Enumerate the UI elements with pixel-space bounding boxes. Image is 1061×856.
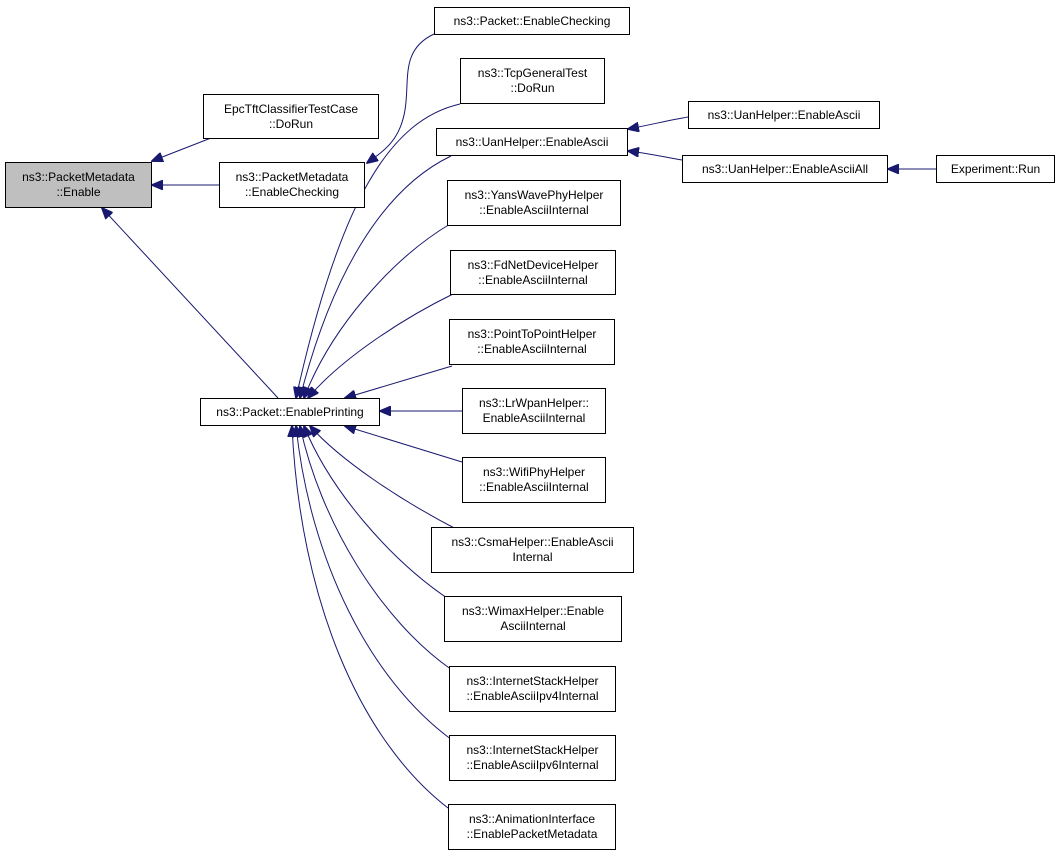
node-label-line-2: ::EnablePacketMetadata [466,827,598,841]
edge-internet6-to-enableprinting [296,426,453,741]
edge-uan-enableasciiall-to-uan-enableascii [628,151,683,161]
node-label-line-2: EnableAsciiInternal [482,411,586,425]
node-label-line-2: ::DoRun [510,81,555,95]
node-label-line-1: ns3::Packet::EnablePrinting [216,404,364,419]
edge-fdnet-to-enableprinting [308,293,454,398]
node-csma-enableasciiinternal[interactable]: ns3::CsmaHelper::EnableAscii Internal [431,527,634,573]
node-label-line-1: ns3::InternetStackHelper [466,674,599,688]
node-label-line-1: ns3::YansWavePhyHelper [464,188,604,202]
node-label-line-2: ::EnableAsciiIpv4Internal [466,689,599,703]
node-p2p-enableasciiinternal[interactable]: ns3::PointToPointHelper ::EnableAsciiInt… [449,319,615,365]
edge-uan-enableascii-to-enableprinting [300,155,452,398]
node-label-line-1: Experiment::Run [950,161,1041,176]
node-internet-enableasciiipv4[interactable]: ns3::InternetStackHelper ::EnableAsciiIp… [449,666,616,712]
edge-uan-enableascii2-to-uan-enableascii [628,116,689,129]
node-yans-enableasciiinternal[interactable]: ns3::YansWavePhyHelper ::EnableAsciiInte… [447,180,621,226]
node-label-line-1: ns3::UanHelper::EnableAscii [455,134,609,149]
node-label-line-1: ns3::TcpGeneralTest [477,66,588,80]
node-packet-enableprinting[interactable]: ns3::Packet::EnablePrinting [200,398,380,426]
node-uan-enableascii-2[interactable]: ns3::UanHelper::EnableAscii [688,101,880,129]
node-experiment-run[interactable]: Experiment::Run [936,155,1055,183]
node-label-line-2: ::DoRun [268,116,314,131]
node-label-line-1: ns3::WifiPhyHelper [482,465,586,479]
node-label-line-1: ns3::FdNetDeviceHelper [467,257,599,272]
node-packet-enablechecking[interactable]: ns3::Packet::EnableChecking [434,7,630,35]
node-label-line-1: ns3::PointToPointHelper [467,327,597,341]
edge-csma-to-enableprinting [310,426,459,531]
node-pm-enablechecking[interactable]: ns3::PacketMetadata ::EnableChecking [219,162,365,208]
node-fdnet-enableasciiinternal[interactable]: ns3::FdNetDeviceHelper ::EnableAsciiInte… [450,250,616,295]
node-uan-enableascii[interactable]: ns3::UanHelper::EnableAscii [436,128,628,156]
edge-p2p-to-enableprinting [345,365,453,398]
node-label-line-1: ns3::CsmaHelper::EnableAscii [451,535,614,549]
edge-wifiphy-to-enableprinting [345,426,463,463]
node-packetmetadata-enable: ns3::PacketMetadata ::Enable [5,162,152,208]
node-wifiphy-enableasciiinternal[interactable]: ns3::WifiPhyHelper ::EnableAsciiInternal [462,457,606,503]
node-label-line-2: ::EnableAsciiInternal [479,203,589,217]
edge-internet4-to-enableprinting [300,426,453,671]
node-label-line-1: ns3::PacketMetadata [235,170,349,184]
edge-packet-enablechecking-to-pm-enablechecking [367,33,435,163]
node-lrwpan-enableasciiinternal[interactable]: ns3::LrWpanHelper:: EnableAsciiInternal [462,388,606,434]
node-label-line-1: ns3::AnimationInterface [468,812,596,826]
node-epc-dorun[interactable]: EpcTftClassifierTestCase ::DoRun [203,94,379,139]
edge-wimax-to-enableprinting [304,426,451,601]
edge-enableprinting-to-packetmetadata-enable [102,208,279,399]
edge-tcpgeneraltest-to-enableprinting [296,103,461,398]
node-label-line-1: ns3::Packet::EnableChecking [453,13,611,28]
node-label-line-2: AsciiInternal [500,619,566,633]
edge-epc-dorun-to-packetmetadata-enable [152,137,212,161]
node-internet-enableasciiipv6[interactable]: ns3::InternetStackHelper ::EnableAsciiIp… [449,735,616,781]
node-animation-enablepacketmetadata[interactable]: ns3::AnimationInterface ::EnablePacketMe… [448,804,616,850]
node-label-line-1: ns3::UanHelper::EnableAsciiAll [701,161,869,176]
node-wimax-enableasciiinternal[interactable]: ns3::WimaxHelper::Enable AsciiInternal [444,596,622,642]
node-label-line-1: ns3::PacketMetadata [22,170,135,184]
node-label-line-1: ns3::InternetStackHelper [466,743,599,757]
edge-yans-to-enableprinting [304,223,451,398]
node-label-line-2: ::EnableChecking [244,185,340,199]
node-label-line-2: Internal [512,550,553,564]
node-label-line-2: ::EnableAsciiIpv6Internal [466,758,599,772]
node-label-line-1: ns3::UanHelper::EnableAscii [707,107,861,122]
edge-animation-to-enableprinting [292,426,449,809]
node-uan-enableasciiall[interactable]: ns3::UanHelper::EnableAsciiAll [682,155,888,183]
node-label-line-2: ::EnableAsciiInternal [477,342,587,356]
node-label-line-2: ::Enable [56,185,101,199]
node-label-line-1: EpcTftClassifierTestCase [223,101,359,116]
node-label-line-1: ns3::WimaxHelper::Enable [461,604,605,618]
node-label-line-1: ns3::LrWpanHelper:: [478,396,590,410]
node-tcpgeneraltest-dorun[interactable]: ns3::TcpGeneralTest ::DoRun [460,58,605,104]
node-label-line-2: ::EnableAsciiInternal [479,480,589,494]
node-label-line-2: ::EnableAsciiInternal [478,272,588,287]
